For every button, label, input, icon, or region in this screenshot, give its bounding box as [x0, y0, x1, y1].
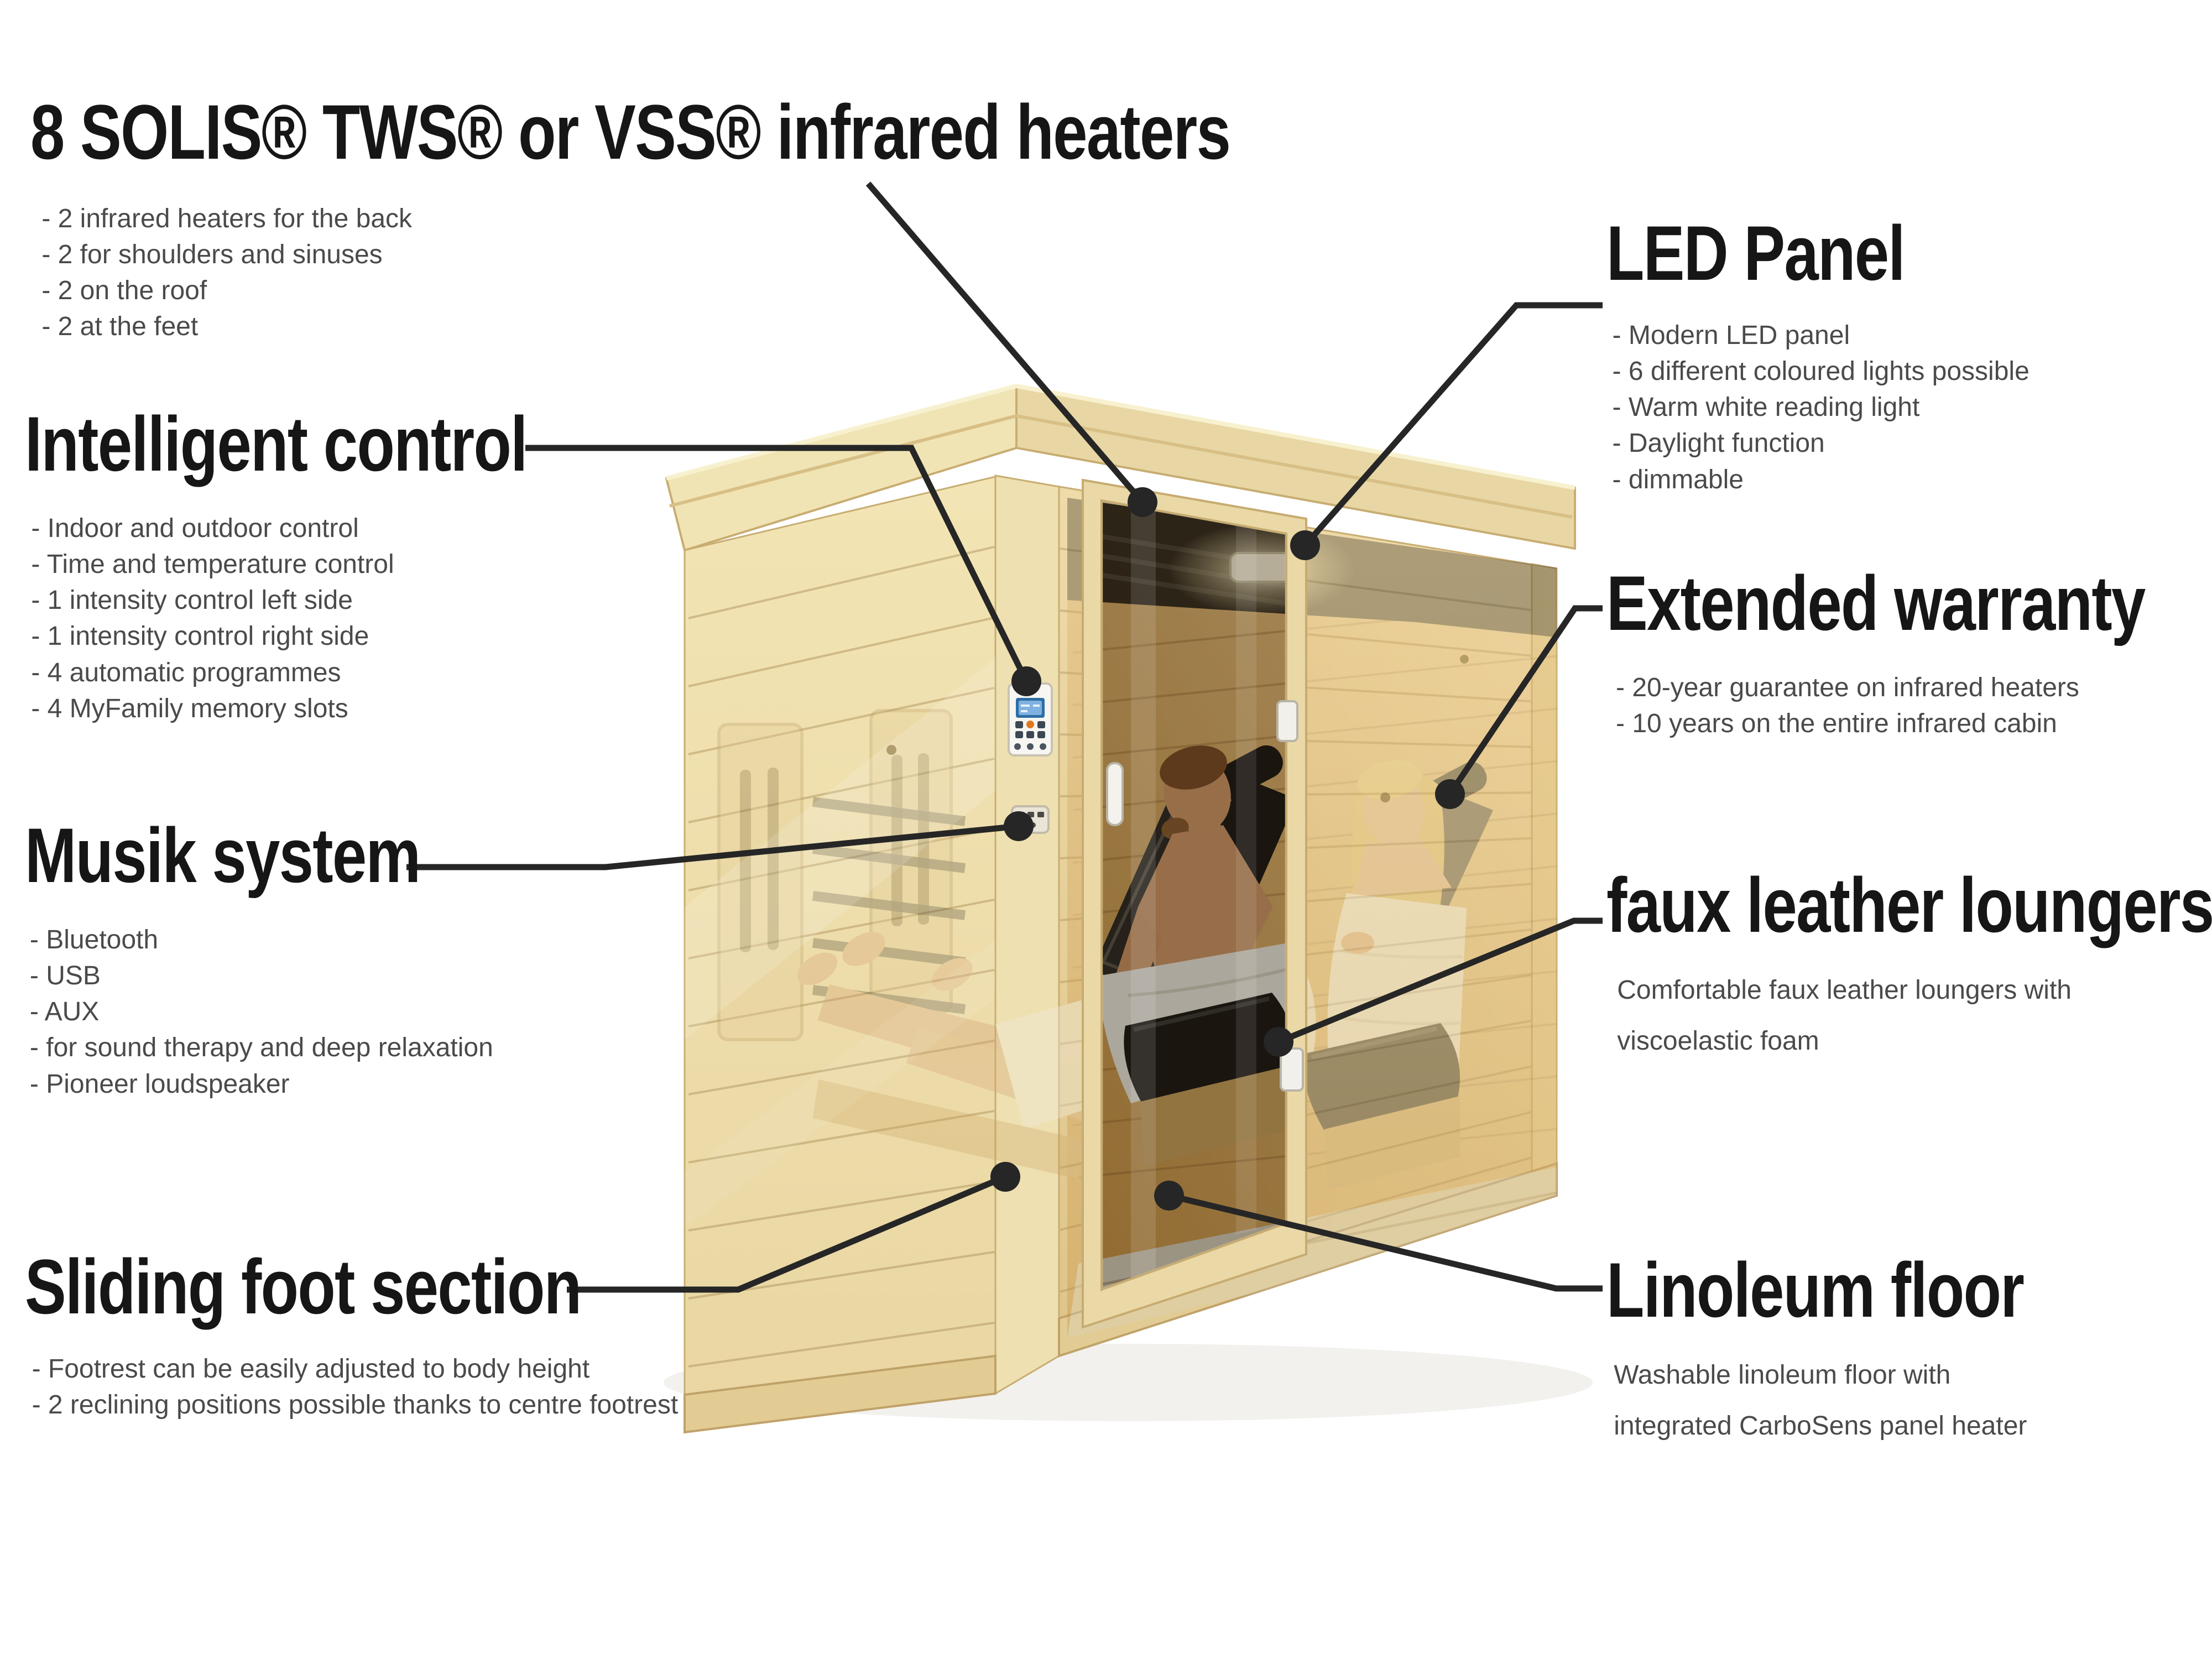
- callout-description: Comfortable faux leather loungers with v…: [1617, 965, 2104, 1067]
- feature-line: - 1 intensity control right side: [31, 622, 369, 651]
- callout-title: Musik system: [25, 812, 421, 899]
- callout-bullets: - Footrest can be easily adjusted to bod…: [32, 1351, 720, 1423]
- callout-title: Extended warranty: [1606, 560, 2146, 646]
- door-hinge-top: [1276, 700, 1298, 742]
- callout-dot-floor: [1154, 1181, 1184, 1211]
- callout-bullets: - Indoor and outdoor control - Time and t…: [31, 510, 652, 727]
- intelligent-control-panel: [1008, 682, 1053, 757]
- wall-knob: [886, 745, 896, 755]
- feature-line: - Warm white reading light: [1612, 393, 1920, 422]
- feature-line: Washable linoleum floor with integrated …: [1614, 1360, 2027, 1441]
- feature-line: - Footrest can be easily adjusted to bod…: [32, 1354, 590, 1384]
- callout-bullets: - Modern LED panel - 6 different coloured…: [1612, 317, 2030, 498]
- roof-trim-line: [669, 414, 1573, 519]
- feature-line: - 2 at the feet: [41, 312, 199, 342]
- callout-title: 8 SOLIS® TWS® or VSS® infrared heaters: [30, 88, 1231, 175]
- feature-line: - 2 infrared heaters for the back: [41, 204, 413, 233]
- lcd-digits: [1021, 705, 1040, 712]
- arrow-button: [1037, 731, 1045, 738]
- glass-sheen: [685, 658, 995, 1040]
- feature-line: - 2 on the roof: [41, 276, 207, 306]
- callout-musik-system: Musik system - Bluetooth- USB- AUX- for …: [25, 816, 519, 1102]
- feature-line: - dimmable: [1612, 465, 1744, 494]
- function-button: [1027, 743, 1034, 750]
- arrow-button: [1015, 721, 1023, 728]
- feature-line: - AUX: [29, 997, 100, 1027]
- callout-lines: [406, 181, 1603, 1293]
- callout-bullets: - 2 infrared heaters for the back - 2 for…: [41, 201, 1530, 345]
- feature-line: - 10 years on the entire infrared cabin: [1616, 709, 2057, 738]
- feature-line: - Daylight function: [1612, 429, 1825, 458]
- feature-line: - 20-year guarantee on infrared heaters: [1616, 672, 2079, 702]
- feature-line: - 4 automatic programmes: [31, 658, 341, 687]
- feature-line: - Modern LED panel: [1612, 320, 1850, 350]
- callout-line-loungers: [1277, 917, 1603, 1045]
- callout-extended-warranty: Extended warranty - 20-year guarantee on…: [1606, 564, 2212, 742]
- callout-title: Linoleum floor: [1606, 1246, 2025, 1333]
- door-glass-reflection: [1131, 505, 1156, 1283]
- callout-dots: [990, 487, 1465, 1211]
- arrow-button: [1026, 731, 1034, 738]
- callout-dot-warranty: [1435, 779, 1465, 809]
- callout-dot-musik: [1004, 811, 1034, 841]
- callout-line-warranty: [1447, 605, 1603, 796]
- arrow-button: [1037, 721, 1045, 728]
- callout-title: Intelligent control: [25, 400, 528, 487]
- feature-line: - 1 intensity control left side: [31, 586, 353, 615]
- plinth-left: [684, 1354, 997, 1434]
- wall-knob: [1380, 792, 1390, 802]
- callout-description: Washable linoleum floor with integrated …: [1614, 1350, 2045, 1452]
- door-glass-tint: [1102, 500, 1286, 1290]
- callout-title: Sliding foot section: [25, 1243, 582, 1330]
- door-glass-reflection: [1236, 524, 1256, 1234]
- glass-door: [1082, 478, 1307, 1329]
- lcd-screen: [1019, 701, 1042, 715]
- power-button: [1026, 721, 1034, 728]
- feature-line: - 6 different coloured lights possible: [1612, 357, 2030, 386]
- callout-dot-loungers: [1264, 1027, 1293, 1057]
- callout-faux-leather-loungers: faux leather loungers Comfortable faux l…: [1606, 862, 2212, 1067]
- callout-intelligent-control: Intelligent control - Indoor and outdoor…: [25, 400, 653, 727]
- corner-pillar: [994, 474, 1060, 1395]
- wall-knob: [1460, 655, 1469, 664]
- feature-line: - Indoor and outdoor control: [31, 513, 359, 543]
- callout-dot-control: [1011, 666, 1041, 696]
- callout-line-heaters: [865, 181, 1145, 504]
- function-button: [1014, 743, 1021, 750]
- callout-dot-led: [1290, 530, 1320, 560]
- callout-sliding-foot-section: Sliding foot section - Footrest can be e…: [25, 1243, 720, 1423]
- feature-line: - Bluetooth: [29, 925, 159, 954]
- callout-line-led: [1302, 302, 1603, 547]
- feature-line: - 4 MyFamily memory slots: [31, 693, 348, 723]
- arrow-button: [1015, 731, 1023, 738]
- callout-led-panel: LED Panel - Modern LED panel - 6 differen…: [1606, 210, 2030, 498]
- callout-linoleum-floor: Linoleum floor Washable linoleum floor w…: [1606, 1246, 2128, 1452]
- door-handle: [1106, 762, 1124, 826]
- feature-line: - USB: [29, 961, 101, 990]
- feature-line: Comfortable faux leather loungers with v…: [1617, 975, 2072, 1056]
- callout-dot-heaters: [1128, 487, 1157, 517]
- callout-heaters: 8 SOLIS® TWS® or VSS® infrared heaters -…: [30, 88, 1530, 345]
- function-button: [1040, 743, 1046, 750]
- feature-line: - for sound therapy and deep relaxation: [29, 1033, 493, 1063]
- feature-line: - Time and temperature control: [31, 550, 394, 579]
- callout-title: LED Panel: [1606, 210, 1905, 296]
- feature-line: - Pioneer loudspeaker: [29, 1069, 290, 1099]
- callout-line-floor: [1168, 1192, 1603, 1292]
- callout-bullets: - Bluetooth - USB - AUX - for sound therapy…: [30, 922, 519, 1102]
- callout-title: faux leather loungers: [1606, 862, 2212, 948]
- callout-line-sliding: [567, 1173, 1007, 1293]
- callout-line-musik: [406, 823, 1019, 870]
- callout-line-control: [525, 445, 1029, 683]
- callout-dot-sliding: [990, 1162, 1020, 1192]
- callout-bullets: - 20-year guarantee on infrared heaters -…: [1616, 670, 2212, 742]
- glass-sheen: [685, 940, 995, 1228]
- feature-line: - 2 for shoulders and sinuses: [41, 240, 383, 269]
- music-button: [1037, 812, 1044, 817]
- feature-line: - 2 reclining positions possible thanks …: [32, 1390, 679, 1420]
